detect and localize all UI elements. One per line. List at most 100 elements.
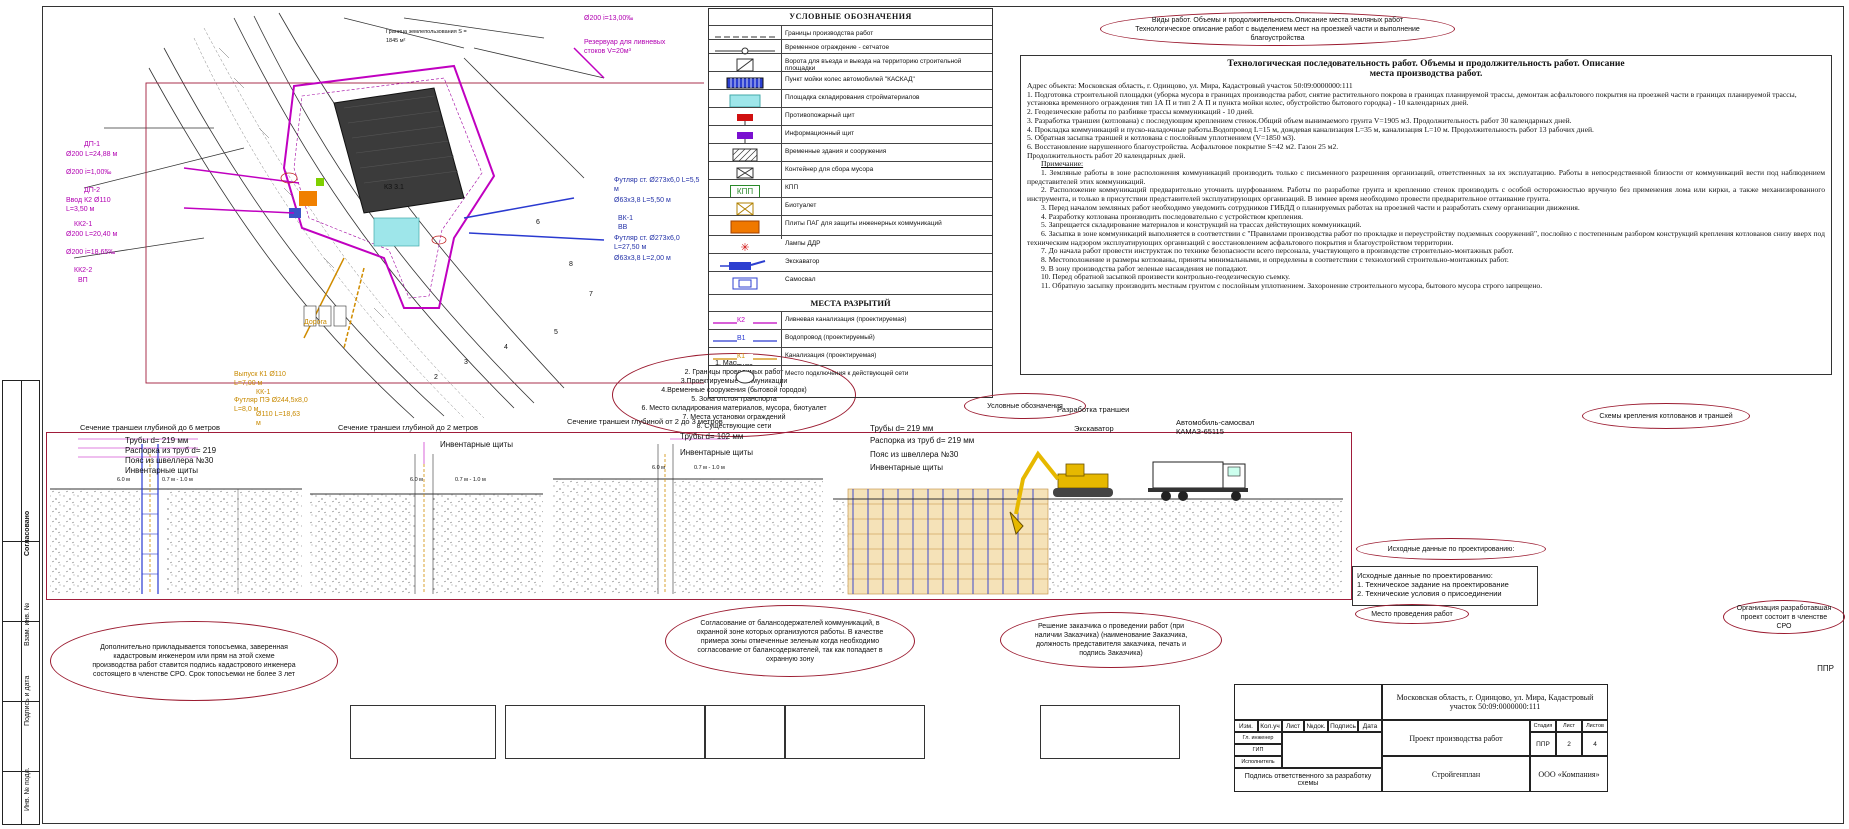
trash-container-icon — [736, 167, 754, 179]
legend-label: Границы производства работ — [785, 30, 874, 37]
tb-col: Лист — [1282, 720, 1304, 732]
legend-label: Место подключения к действующей сети — [785, 370, 909, 377]
plan-num-3: 3 — [464, 359, 468, 366]
legend-label: Временное ограждение - сетчатое — [785, 44, 890, 51]
plan-num-6: 6 — [536, 219, 540, 226]
sec4-shields: Инвентарные щиты — [870, 463, 943, 472]
plates-icon — [730, 220, 760, 234]
plan-dp1: ДП-1 — [84, 141, 100, 148]
explanation-line: 11. Обратную засыпку производить местным… — [1041, 281, 1543, 291]
legend-row-connection: Место подключения к действующей сети — [709, 365, 992, 387]
gate-icon — [736, 58, 754, 72]
plan-dp2: ДП-2 — [84, 187, 100, 194]
explanation-line: 2. Геодезические работы по разбивке трас… — [1027, 107, 1254, 117]
site-plan-drawing — [73, 12, 707, 419]
legend-label: Экскаватор — [785, 258, 820, 265]
tb-sheet-h: Лист — [1556, 720, 1582, 732]
sec2-dim2: 0.7 м - 1.0 м — [455, 477, 486, 483]
k1-symbol: К1 — [737, 353, 745, 360]
tb-sheet: 2 — [1556, 732, 1582, 756]
legend-panel: УСЛОВНЫЕ ОБОЗНАЧЕНИЯ Границы производств… — [708, 8, 993, 398]
tb-project: Проект производства работ — [1382, 720, 1530, 756]
approval-callout: Согласование от балансодержателей коммун… — [665, 605, 915, 677]
sec1-dim2: 0.7 м - 1.0 м — [162, 477, 193, 483]
legend-label: Контейнер для сбора мусора — [785, 166, 874, 173]
tb-code: ППР — [1817, 663, 1834, 673]
plan-d200-b: Ø200 i=1,00‰ — [66, 169, 112, 176]
legend-row-storage: Площадка складирования стройматериалов — [709, 89, 992, 109]
plan-callout-line: 1. Масштаб — [715, 360, 753, 367]
sec3-dim2: 0.7 м - 1.0 м — [694, 465, 725, 471]
v1-symbol: В1 — [737, 335, 746, 342]
truck-drawing — [1148, 461, 1248, 501]
drawing-frame — [42, 6, 1844, 824]
tb-sheets-h: Листов — [1582, 720, 1608, 732]
legend-row-toilet: Биотуалет — [709, 197, 992, 217]
plan-futlyar3: Футляр ПЭ Ø244,5х8,0 L=8,0 м — [234, 397, 308, 413]
plan-vp: ВП — [78, 277, 88, 284]
signature-box — [785, 705, 925, 759]
plan-futlyar2: Футляр ст. Ø273х6,0 L=27,50 м — [614, 235, 680, 251]
plan-num-7: 7 — [589, 291, 593, 298]
legend-label: Плиты ПАГ для защиты инженерных коммуник… — [785, 220, 942, 227]
sec3-dim1: 6.0 м — [652, 465, 665, 471]
legend-row-info: Информационный щит — [709, 125, 992, 145]
plan-vvod-k2: Ввод К2 Ø110 L=3,50 м — [66, 197, 111, 213]
plan-kk2: КК2-1 — [74, 221, 93, 228]
plan-callout-line: 8. Существующие сети — [696, 423, 772, 430]
legend-label: Противопожарный щит — [785, 112, 855, 119]
sections-frame — [46, 432, 1352, 600]
legend-label: КПП — [785, 184, 799, 191]
org-callout: Организация разработавшая проект состоит… — [1723, 600, 1845, 634]
legend-row-fire: Противопожарный щит — [709, 107, 992, 127]
connection-point-icon — [735, 370, 755, 384]
toilet-icon — [736, 202, 754, 216]
tb-col: Изм. — [1234, 720, 1258, 732]
sec4-pipe: Трубы d= 219 мм — [870, 424, 934, 433]
tb-col: №док. — [1304, 720, 1328, 732]
tb-stage-h: Стадия — [1530, 720, 1556, 732]
legend-label: Временные здания и сооружения — [785, 148, 887, 155]
tb-col: Кол.уч — [1258, 720, 1282, 732]
section-excavator-label: Экскаватор — [1074, 424, 1114, 433]
legend-label: Ворота для въезда и выезда на территорию… — [785, 58, 962, 72]
tb-blank — [1234, 684, 1382, 720]
sec1-pipe: Трубы d= 219 мм — [125, 436, 189, 445]
tb-address: Московская область, г. Одинцово, ул. Мир… — [1382, 684, 1608, 720]
fence-icon — [715, 47, 775, 55]
plan-callout: 1. Масштаб 2. Границы проводимых работ 3… — [612, 353, 856, 437]
input-data-title: Исходные данные по проектированию: — [1357, 571, 1493, 580]
title-block: ППР Изм. Кол.уч Лист №док. Подпись Дата … — [1234, 660, 1840, 820]
explanation-line: 3. Разработка траншеи (котлована) с посл… — [1027, 115, 1572, 125]
signature-box — [350, 705, 496, 759]
k1-line-icon — [713, 354, 777, 364]
plan-kk1: КК-1 — [256, 389, 271, 396]
legend-row-k2: К2 Ливневая канализация (проектируемая) — [709, 311, 992, 329]
sec1-dim1: 6.0 м — [117, 477, 130, 483]
legend-row-wash: Пункт мойки колес автомобилей "КАСКАД" — [709, 71, 992, 91]
tb-blank — [1282, 732, 1382, 768]
explanation-line: 7. До начала работ провести инструктаж п… — [1041, 246, 1514, 256]
explanation-line: 9. В зону производства работ зеленые нас… — [1041, 263, 1248, 273]
legend-label: Водопровод (проектируемый) — [785, 334, 875, 341]
plan-callout-line: 2. Границы проводимых работ — [684, 369, 784, 376]
explanation-line: 5. Обратная засыпка траншей и котлована … — [1027, 133, 1296, 143]
legend-row-v1: В1 Водопровод (проектируемый) — [709, 329, 992, 347]
plan-pipe1: Ø63х3,8 L=5,50 м — [614, 197, 671, 204]
signature-box — [705, 705, 785, 759]
k2-line-icon — [713, 318, 777, 328]
plan-num-8: 8 — [569, 261, 573, 268]
legend-label: Информационный щит — [785, 130, 855, 137]
plan-pipe2: Ø63х3,8 L=2,00 м — [614, 255, 671, 262]
tb-signature: Подпись ответственного за разработку схе… — [1234, 768, 1382, 792]
excavator-drawing — [1009, 450, 1113, 536]
tb-col: Подпись — [1328, 720, 1358, 732]
customer-callout: Решение заказчика о проведении работ (пр… — [1000, 612, 1222, 668]
site-plan: Граница землепользования S = 1845 м² Ø20… — [44, 8, 707, 427]
plan-num-4: 4 — [504, 344, 508, 351]
plan-top-note: Граница землепользования S = 1845 м² — [386, 29, 467, 44]
tb-col: Дата — [1358, 720, 1382, 732]
legend-label: Биотуалет — [785, 202, 817, 209]
section-truck-label: Автомобиль-самосвал КАМАЗ-65115 — [1176, 418, 1255, 436]
tb-stage: ППР — [1530, 732, 1556, 756]
